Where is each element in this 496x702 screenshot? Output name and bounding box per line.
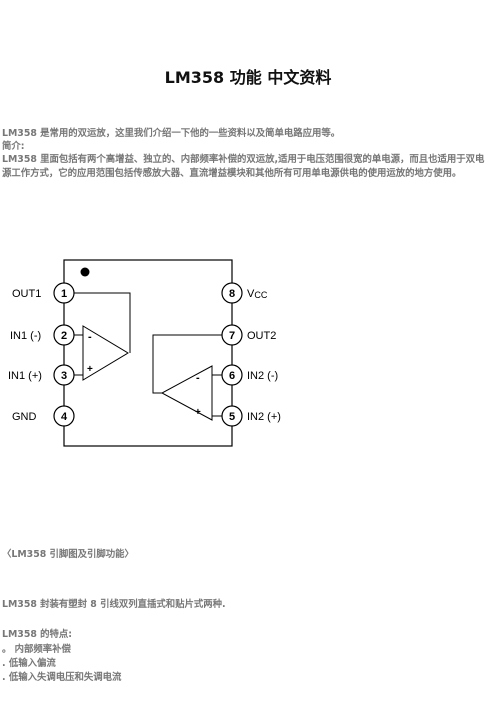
pin-6: 6 IN2 (-): [221, 364, 278, 386]
summary-paragraph: LM358 里面包括有两个高增益、独立的、内部频率补偿的双运放,适用于电压范围很…: [2, 154, 485, 179]
pin-label: OUT1: [12, 288, 41, 300]
pin-label: IN2 (-): [247, 370, 278, 382]
features-heading: LM358 的特点:: [2, 629, 73, 640]
pin1-marker-dot: [80, 267, 90, 277]
summary-heading: 简介:: [2, 141, 25, 152]
pin-number: 2: [61, 330, 67, 342]
pin-5: 5 IN2 (+): [221, 405, 281, 427]
pin-number: 5: [229, 411, 235, 423]
op-amp-2: [152, 334, 222, 421]
pin-number: 1: [61, 288, 67, 300]
pin-number: 7: [229, 330, 235, 342]
feature-item: 。 内部频率补偿: [2, 644, 71, 655]
pin-3: 3 IN1 (+): [8, 364, 75, 386]
op-amp-2-minus: -: [196, 372, 200, 384]
package-outline: [63, 259, 233, 447]
pin-label: IN2 (+): [247, 411, 281, 423]
pin-label: GND: [12, 411, 37, 423]
package-paragraph: LM358 封装有塑封 8 引线双列直插式和贴片式两种.: [2, 599, 226, 610]
document-title: LM358 功能 中文资料: [164, 68, 332, 87]
diagram-caption: 〈LM358 引脚图及引脚功能〉: [2, 549, 134, 560]
pin-8: 8 VCC: [221, 282, 268, 304]
pinout-diagram: 1 OUT1 2 IN1 (-) 3 IN1 (+) 4 GND 8 VCC 7…: [8, 259, 281, 447]
feature-item: . 低输入偏流: [2, 658, 56, 669]
pin-1: 1 OUT1: [12, 282, 75, 304]
pin-number: 3: [61, 370, 67, 382]
op-amp-1-minus: -: [88, 331, 92, 343]
intro-paragraph: LM358 是常用的双运放，这里我们介绍一下他的一些资料以及简单电路应用等。: [2, 128, 341, 139]
pin-number: 4: [61, 411, 68, 423]
pin-number: 8: [229, 288, 235, 300]
pin-label: VCC: [247, 288, 268, 300]
op-amp-1-plus: +: [87, 364, 93, 375]
pin-number: 6: [229, 370, 235, 382]
pin-label: OUT2: [247, 330, 276, 342]
feature-item: . 低输入失调电压和失调电流: [2, 672, 122, 683]
pin-4: 4 GND: [12, 405, 75, 427]
pin-label: IN1 (-): [10, 330, 41, 342]
pin-7: 7 OUT2: [221, 324, 276, 346]
pin-2: 2 IN1 (-): [10, 324, 75, 346]
op-amp-2-plus: +: [195, 407, 201, 418]
pin-label: IN1 (+): [8, 370, 42, 382]
op-amp-1: [74, 292, 131, 381]
